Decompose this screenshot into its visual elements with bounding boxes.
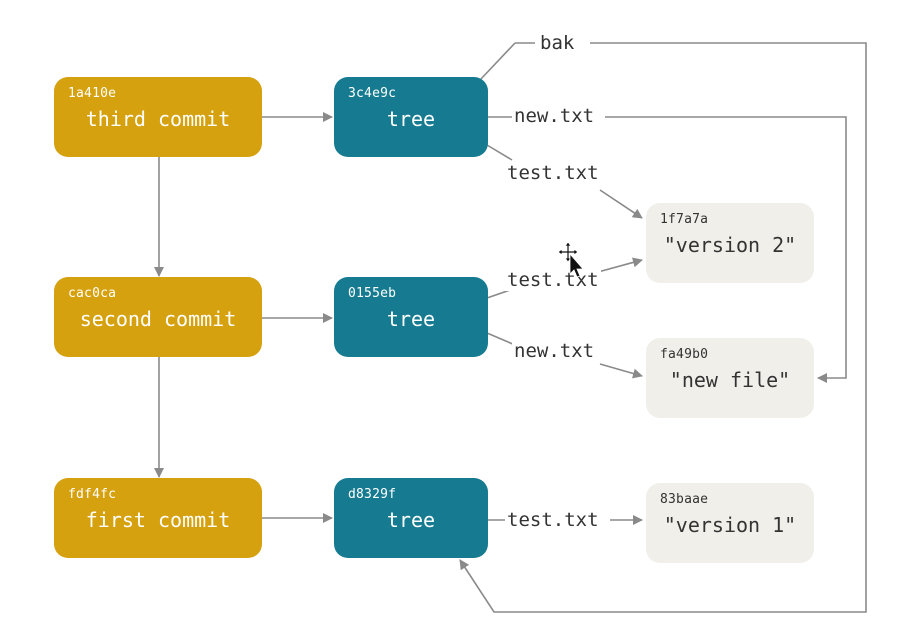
edge-second-new-b xyxy=(599,363,643,379)
commit-label: first commit xyxy=(85,508,231,532)
commit-node-second: cac0ca second commit xyxy=(54,277,262,357)
commit-hash: fdf4fc xyxy=(68,487,117,502)
blob-node-1f7a7a: 1f7a7a "version 2" xyxy=(646,203,814,283)
blob-hash: fa49b0 xyxy=(660,347,709,362)
move-cursor-icon xyxy=(557,241,584,278)
edge-label-second-new: new.txt xyxy=(512,340,597,362)
blob-node-fa49b0: fa49b0 "new file" xyxy=(646,338,814,418)
blob-content: "new file" xyxy=(669,368,791,392)
tree-node-3c4e9c: 3c4e9c tree xyxy=(334,77,488,157)
commit-label: second commit xyxy=(79,307,237,331)
edge-bak-to-tree xyxy=(459,42,867,613)
commit-node-third: 1a410e third commit xyxy=(54,77,262,157)
edge-label-third-test: test.txt xyxy=(505,162,601,184)
edge-second-test-b xyxy=(597,257,643,273)
blob-hash: 83baae xyxy=(660,492,709,507)
edge-label-bak: bak xyxy=(538,32,577,54)
tree-hash: 3c4e9c xyxy=(348,86,397,101)
tree-label: tree xyxy=(386,107,436,131)
edge-third-test-b xyxy=(599,189,643,219)
tree-hash: d8329f xyxy=(348,487,397,502)
edge-third-test-a xyxy=(486,144,513,161)
edge-label-third-new: new.txt xyxy=(512,105,597,127)
blob-hash: 1f7a7a xyxy=(660,212,709,227)
edge-second-test-a xyxy=(486,289,511,299)
commit-label: third commit xyxy=(85,107,231,131)
tree-label: tree xyxy=(386,508,436,532)
tree-label: tree xyxy=(386,307,436,331)
commit-node-first: fdf4fc first commit xyxy=(54,478,262,558)
blob-content: "version 2" xyxy=(663,233,797,257)
commit-hash: cac0ca xyxy=(68,286,117,301)
blob-node-83baae: 83baae "version 1" xyxy=(646,483,814,563)
tree-node-d8329f: d8329f tree xyxy=(334,478,488,558)
edge-label-first-test: test.txt xyxy=(505,509,601,531)
commit-hash: 1a410e xyxy=(68,86,117,101)
edge-second-new-a xyxy=(486,332,516,346)
blob-content: "version 1" xyxy=(663,513,797,537)
tree-node-0155eb: 0155eb tree xyxy=(334,277,488,357)
edge-third-new-b xyxy=(605,116,847,383)
edge-bak-diag xyxy=(479,42,516,81)
tree-hash: 0155eb xyxy=(348,286,397,301)
